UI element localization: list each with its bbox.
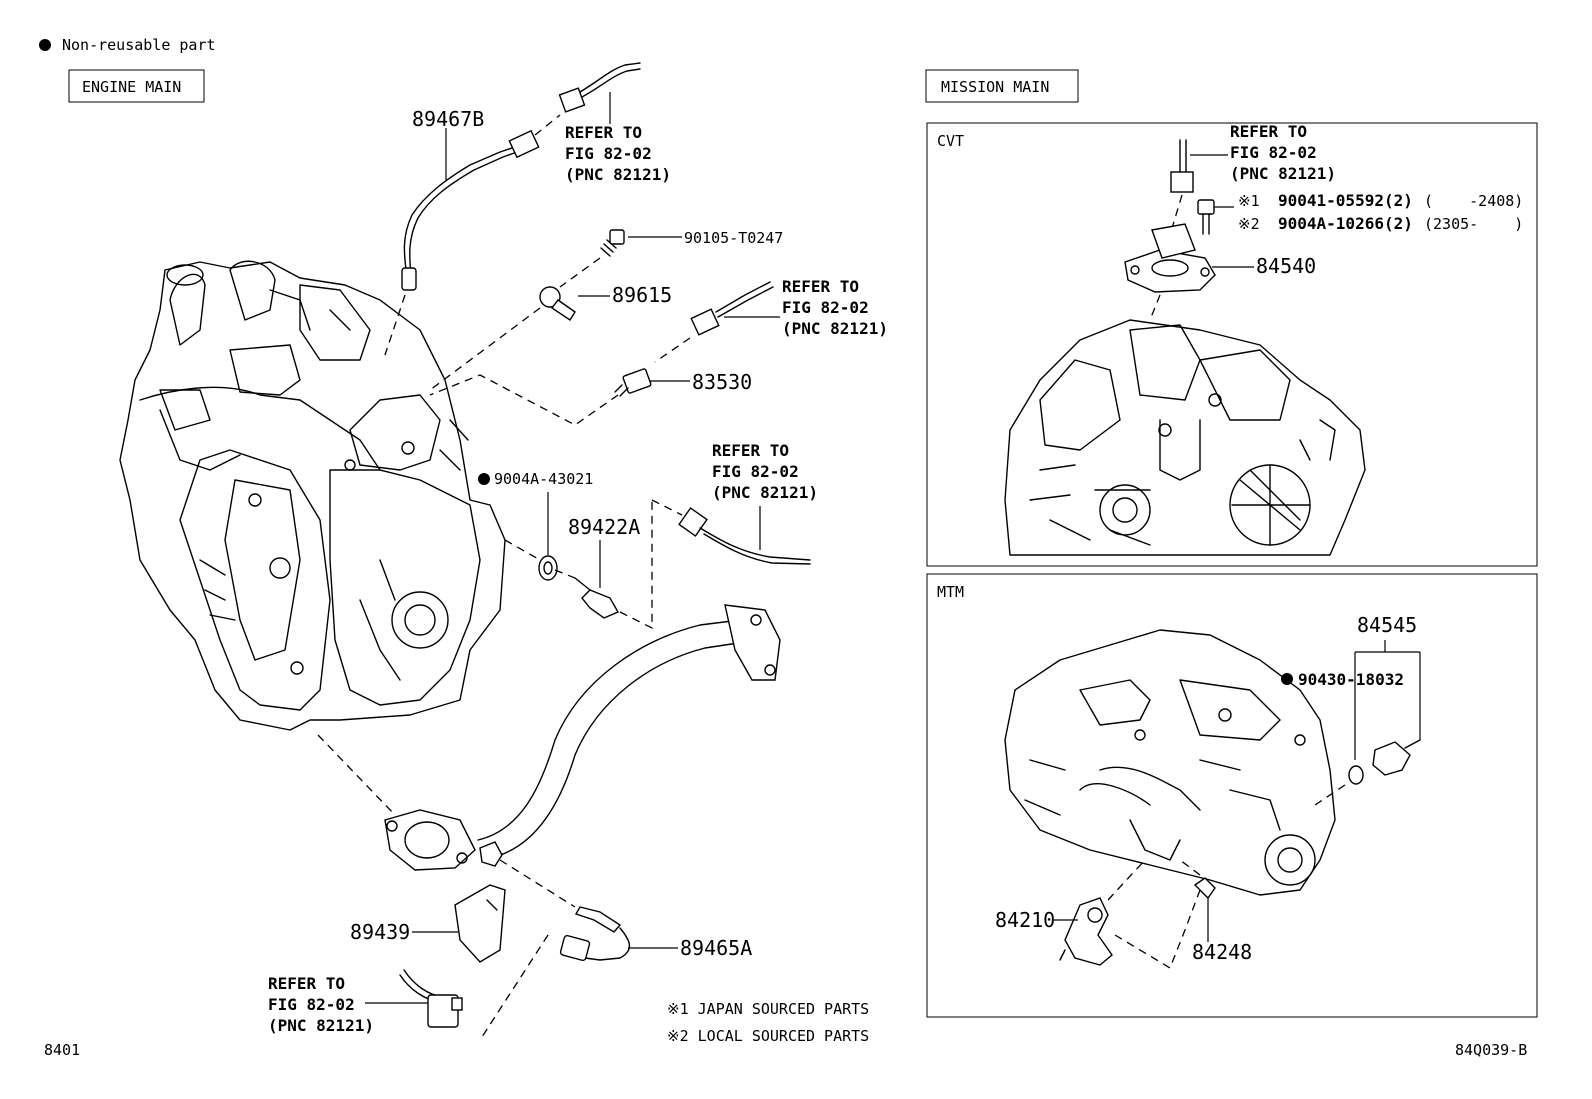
heat-shield-89439[interactable] [454,884,506,963]
mtm-panel [926,573,1538,1018]
note-japan-sourced: ※1 JAPAN SOURCED PARTS [667,1000,869,1018]
ref-block-4: REFER TO FIG 82-02 (PNC 82121) [268,974,374,1035]
svg-text:REFER TO: REFER TO [268,974,345,993]
switch-83530[interactable] [614,368,652,397]
svg-text:(PNC 82121): (PNC 82121) [268,1016,374,1035]
switch-84545[interactable] [1348,739,1421,785]
oxygen-sensor-89467b[interactable] [401,129,540,291]
ref-block-1: REFER TO FIG 82-02 (PNC 82121) [565,123,671,184]
svg-text:FIG 82-02: FIG 82-02 [1230,143,1317,162]
part-89439-label: 89439 [350,920,410,944]
part-84248-label: 84248 [1192,940,1252,964]
exhaust-pipe [384,604,781,871]
page-code: 8401 [44,1041,80,1059]
engine-main-box [68,69,205,103]
svg-text:REFER TO: REFER TO [1230,122,1307,141]
part-90430-18032-label: 90430-18032 [1298,670,1404,689]
svg-text:(PNC 82121): (PNC 82121) [565,165,671,184]
svg-text:FIG 82-02: FIG 82-02 [268,995,355,1014]
gasket-9004a-43021[interactable] [538,555,558,581]
part-84210-label: 84210 [995,908,1055,932]
part-90105-label: 90105-T0247 [684,229,783,247]
oxygen-sensor-89465a[interactable] [559,906,631,962]
harness-connector-right [678,507,811,565]
ref-block-2: REFER TO FIG 82-02 (PNC 82121) [782,277,888,338]
part-89467b-label: 89467B [412,107,484,131]
harness-connector-bottom [399,969,463,1028]
svg-text:REFER TO: REFER TO [565,123,642,142]
part-89465a-label: 89465A [680,936,752,960]
part-89422a-label: 89422A [568,515,640,539]
harness-connector-top [558,62,641,113]
harness-connector-mid [690,281,774,336]
engine-transaxle-drawing [119,260,506,731]
non-reusable-bullet-icon [478,473,490,485]
cvt-panel [926,122,1538,567]
cvt-bolt[interactable] [1197,199,1215,235]
cvt-bolt2-mark: ※2 [1238,215,1260,233]
svg-text:FIG 82-02: FIG 82-02 [712,462,799,481]
part-89615-label: 89615 [612,283,672,307]
mission-main-label: MISSION MAIN [941,78,1049,96]
mtm-label: MTM [937,583,964,601]
svg-text:(PNC 82121): (PNC 82121) [712,483,818,502]
bolt-90105-t0247[interactable] [600,229,625,257]
cvt-bolt2-range: (2305- ) [1424,215,1523,233]
svg-text:FIG 82-02: FIG 82-02 [782,298,869,317]
cvt-bolt2-part: 9004A-10266(2) [1278,214,1413,233]
sensor-89615[interactable] [539,286,576,321]
mission-main-box [925,69,1079,103]
note-local-sourced: ※2 LOCAL SOURCED PARTS [667,1027,869,1045]
switch-84210[interactable] [1059,897,1113,966]
part-83530-label: 83530 [692,370,752,394]
svg-text:REFER TO: REFER TO [782,277,859,296]
mtm-transmission-drawing [1004,629,1336,896]
cvt-bolt1-range: ( -2408) [1424,192,1523,210]
engine-main-label: ENGINE MAIN [82,78,181,96]
gasket-90430-18032 [1348,765,1364,785]
part-9004a-43021-label: 9004A-43021 [494,470,593,488]
sensor-84540[interactable] [1124,223,1216,293]
cvt-transmission-drawing [1004,319,1366,556]
cvt-harness-connector [1170,139,1194,193]
legend-non-reusable: Non-reusable part [62,36,216,54]
cvt-label: CVT [937,132,964,150]
svg-text:(PNC 82121): (PNC 82121) [782,319,888,338]
cvt-bolt1-mark: ※1 [1238,192,1260,210]
ref-block-3: REFER TO FIG 82-02 (PNC 82121) [712,441,818,502]
cvt-bolt1-part: 90041-05592(2) [1278,191,1413,210]
svg-text:FIG 82-02: FIG 82-02 [565,144,652,163]
figure-code: 84Q039-B [1455,1041,1527,1059]
bracket-84248[interactable] [1193,877,1216,900]
cvt-ref-block: REFER TO FIG 82-02 (PNC 82121) [1230,122,1336,183]
part-84545-label: 84545 [1357,613,1417,637]
non-reusable-bullet-icon [39,39,51,51]
part-84540-label: 84540 [1256,254,1316,278]
svg-text:REFER TO: REFER TO [712,441,789,460]
svg-text:(PNC 82121): (PNC 82121) [1230,164,1336,183]
sensor-89422a[interactable] [574,577,619,619]
